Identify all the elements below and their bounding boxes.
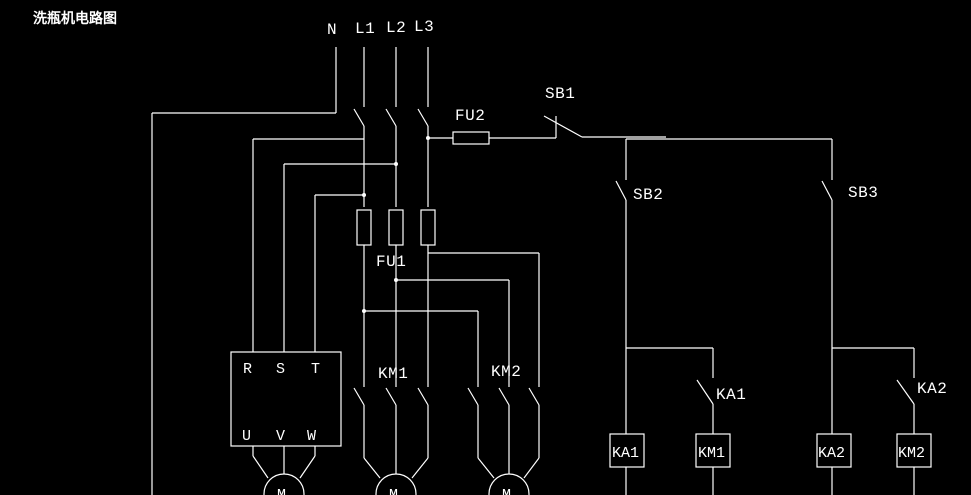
label-km2: KM2 <box>491 363 521 381</box>
label-fu1: FU1 <box>376 253 406 271</box>
inverter-w: W <box>307 428 316 445</box>
contact-ka2 <box>896 379 915 405</box>
switch-sb2 <box>615 180 627 201</box>
motor-3-label: M <box>502 487 511 495</box>
label-l2: L2 <box>386 19 406 37</box>
motor-3 <box>488 473 530 495</box>
fuse-fu1 <box>356 209 436 246</box>
label-l1: L1 <box>355 20 375 38</box>
coil-ka1 <box>609 433 645 468</box>
label-fu2: FU2 <box>455 107 485 125</box>
inverter-s: S <box>276 361 285 378</box>
motor-2-label: M <box>389 487 398 495</box>
coil-ka1-label: KA1 <box>612 445 639 462</box>
inverter-v: V <box>276 428 285 445</box>
inverter-t: T <box>311 361 320 378</box>
inverter-r: R <box>243 361 252 378</box>
switch-sb3 <box>821 180 833 201</box>
control-branch-1 <box>615 139 714 495</box>
label-n: N <box>327 21 337 39</box>
label-ka2-contact: KA2 <box>917 380 947 398</box>
label-sb2: SB2 <box>633 186 663 204</box>
coil-ka2-label: KA2 <box>818 445 845 462</box>
switch-sb1 <box>543 115 583 138</box>
motor-1-label: M <box>277 487 286 495</box>
label-ka1-contact: KA1 <box>716 386 746 404</box>
phase-lines <box>363 47 429 107</box>
neutral-line <box>151 47 337 495</box>
control-branch-2 <box>821 139 915 495</box>
label-sb3: SB3 <box>848 184 878 202</box>
inverter-motor-leads <box>252 446 316 479</box>
power-distribution <box>362 245 540 387</box>
inverter-box <box>230 351 342 447</box>
contact-ka1 <box>696 379 714 405</box>
fuse-fu2 <box>452 131 490 145</box>
label-l3: L3 <box>414 18 434 36</box>
inverter-feeds <box>252 138 398 352</box>
motor-1 <box>263 473 305 495</box>
coil-km2-label: KM2 <box>898 445 925 462</box>
coil-km2 <box>896 433 932 468</box>
inverter-u: U <box>242 428 251 445</box>
control-supply <box>426 115 832 145</box>
label-km1: KM1 <box>378 365 408 383</box>
coil-km1-label: KM1 <box>698 445 725 462</box>
main-isolator-switch <box>353 108 429 207</box>
contactor-km1 <box>353 387 429 479</box>
label-sb1: SB1 <box>545 85 575 103</box>
diagram-title: 洗瓶机电路图 <box>33 10 117 27</box>
coil-ka2 <box>816 433 852 468</box>
contactor-km2 <box>467 387 540 479</box>
motor-2 <box>375 473 417 495</box>
coil-km1 <box>695 433 731 468</box>
